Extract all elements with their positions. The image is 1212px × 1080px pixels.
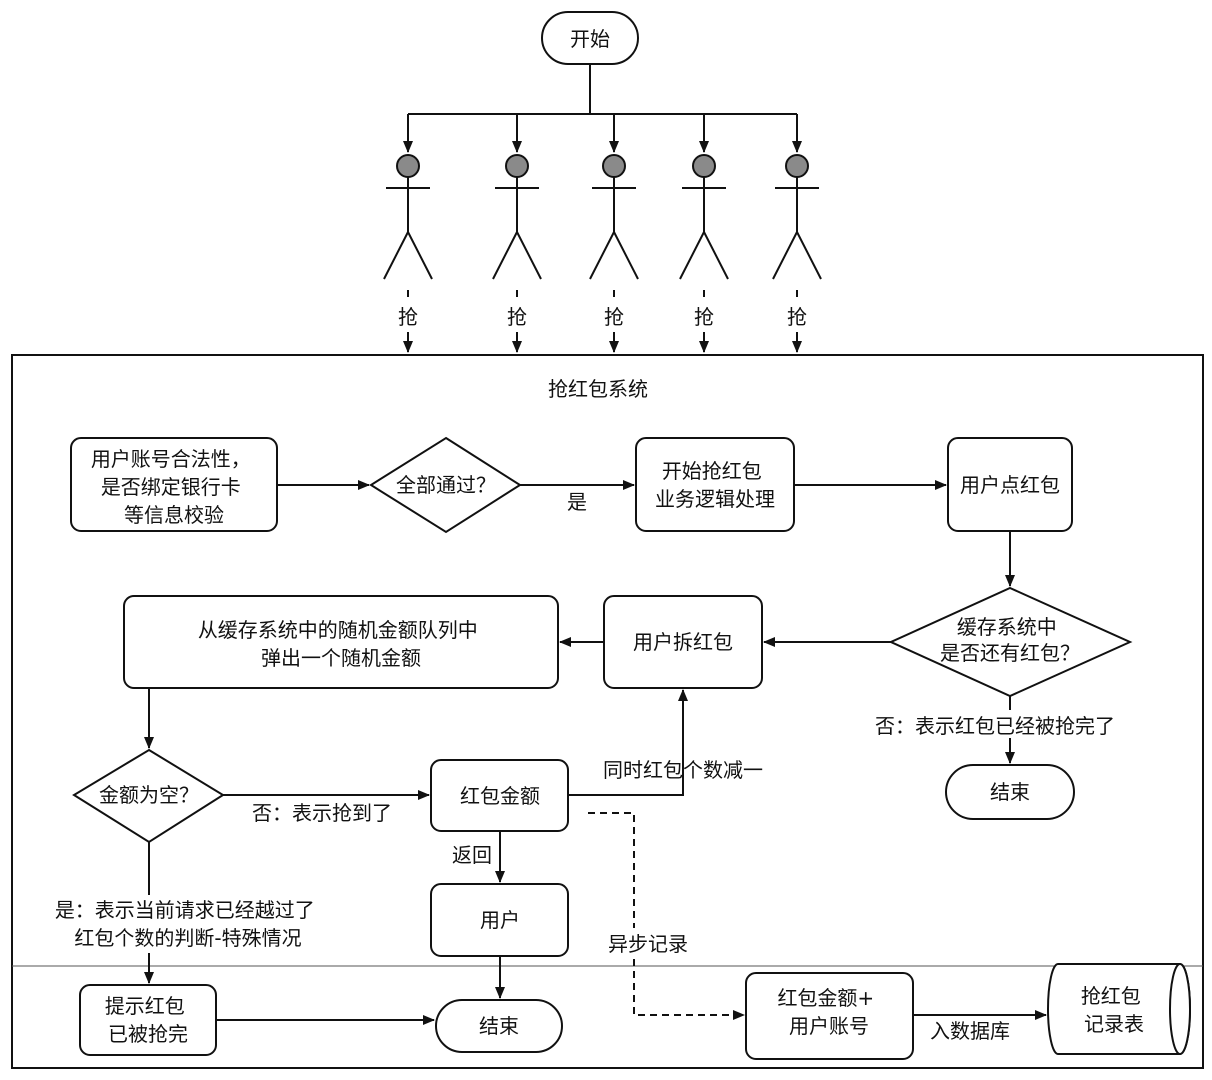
actor-action-label: 抢 — [694, 305, 714, 329]
system-boundary — [11, 354, 1204, 1069]
actor-legs — [492, 229, 542, 280]
label-yes-special-bg — [30, 895, 350, 953]
actor-action-label: 抢 — [507, 305, 527, 329]
cache-check-text: 缓存系统中 是否还有红包？ — [940, 615, 1080, 665]
actor-action-label: 抢 — [398, 305, 418, 329]
notify-text: 提示红包 已被抢完 — [105, 994, 191, 1046]
label-to-db: 入数据库 — [930, 1019, 1010, 1043]
system-title: 抢红包系统 — [548, 377, 648, 401]
empty-check-text: 金额为空？ — [99, 783, 199, 807]
all-pass-text: 全部通过？ — [396, 473, 496, 497]
actor-legs — [383, 229, 433, 280]
actor-head-icon — [505, 154, 529, 178]
actor-legs — [589, 229, 639, 280]
label-no-empty-bg — [850, 710, 1140, 738]
label-async: 异步记录 — [608, 932, 688, 956]
actor: 抢 — [492, 114, 542, 353]
actors-group: 抢抢抢抢抢 — [383, 114, 822, 353]
actor: 抢 — [383, 114, 433, 353]
actor-legs — [772, 229, 822, 280]
label-yes-special: 是：表示当前请求已经越过了 红包个数的判断-特殊情况 — [55, 898, 321, 950]
record-text: 红包金额+ 用户账号 — [777, 986, 880, 1038]
actor: 抢 — [679, 114, 729, 353]
db-cylinder-cap — [1169, 963, 1191, 1055]
db-text: 抢红包 记录表 — [1081, 984, 1147, 1036]
validate-text: 用户账号合法性， 是否绑定银行卡 等信息校验 — [91, 447, 257, 527]
label-return: 返回 — [452, 843, 492, 867]
start-logic-box — [635, 437, 795, 532]
label-decrement: 同时红包个数减一 — [603, 758, 763, 782]
end-terminal-main — [435, 999, 563, 1053]
end2-text: 结束 — [479, 1014, 519, 1038]
start-label: 开始 — [570, 27, 610, 51]
click-text: 用户点红包 — [960, 473, 1060, 497]
end1-text: 结束 — [990, 780, 1030, 804]
actor-action-label: 抢 — [787, 305, 807, 329]
edge-async-record — [588, 812, 745, 1020]
all-pass-diamond — [369, 436, 522, 534]
user-text: 用户 — [480, 908, 520, 932]
actor: 抢 — [772, 114, 822, 353]
pop-text: 从缓存系统中的随机金额队列中 弹出一个随机金额 — [198, 618, 484, 670]
amount-text: 红包金额 — [460, 784, 540, 808]
actor-head-icon — [785, 154, 809, 178]
actor: 抢 — [589, 114, 639, 353]
actor-legs — [679, 229, 729, 280]
label-no-got: 否：表示抢到了 — [252, 801, 392, 825]
label-yes: 是 — [567, 490, 587, 514]
actor-head-icon — [396, 154, 420, 178]
start-connector — [408, 64, 797, 115]
pop-box — [123, 595, 559, 689]
open-text: 用户拆红包 — [633, 630, 733, 654]
db-cylinder — [1047, 963, 1191, 1055]
actor-head-icon — [692, 154, 716, 178]
actor-action-label: 抢 — [604, 305, 624, 329]
end-terminal-empty — [945, 764, 1075, 820]
start-logic-text: 开始抢红包 业务逻辑处理 — [655, 459, 775, 511]
label-no-empty: 否：表示红包已经被抢完了 — [875, 714, 1115, 738]
label-async-bg — [600, 928, 696, 956]
actor-head-icon — [602, 154, 626, 178]
edge-amount-to-open — [568, 689, 688, 796]
